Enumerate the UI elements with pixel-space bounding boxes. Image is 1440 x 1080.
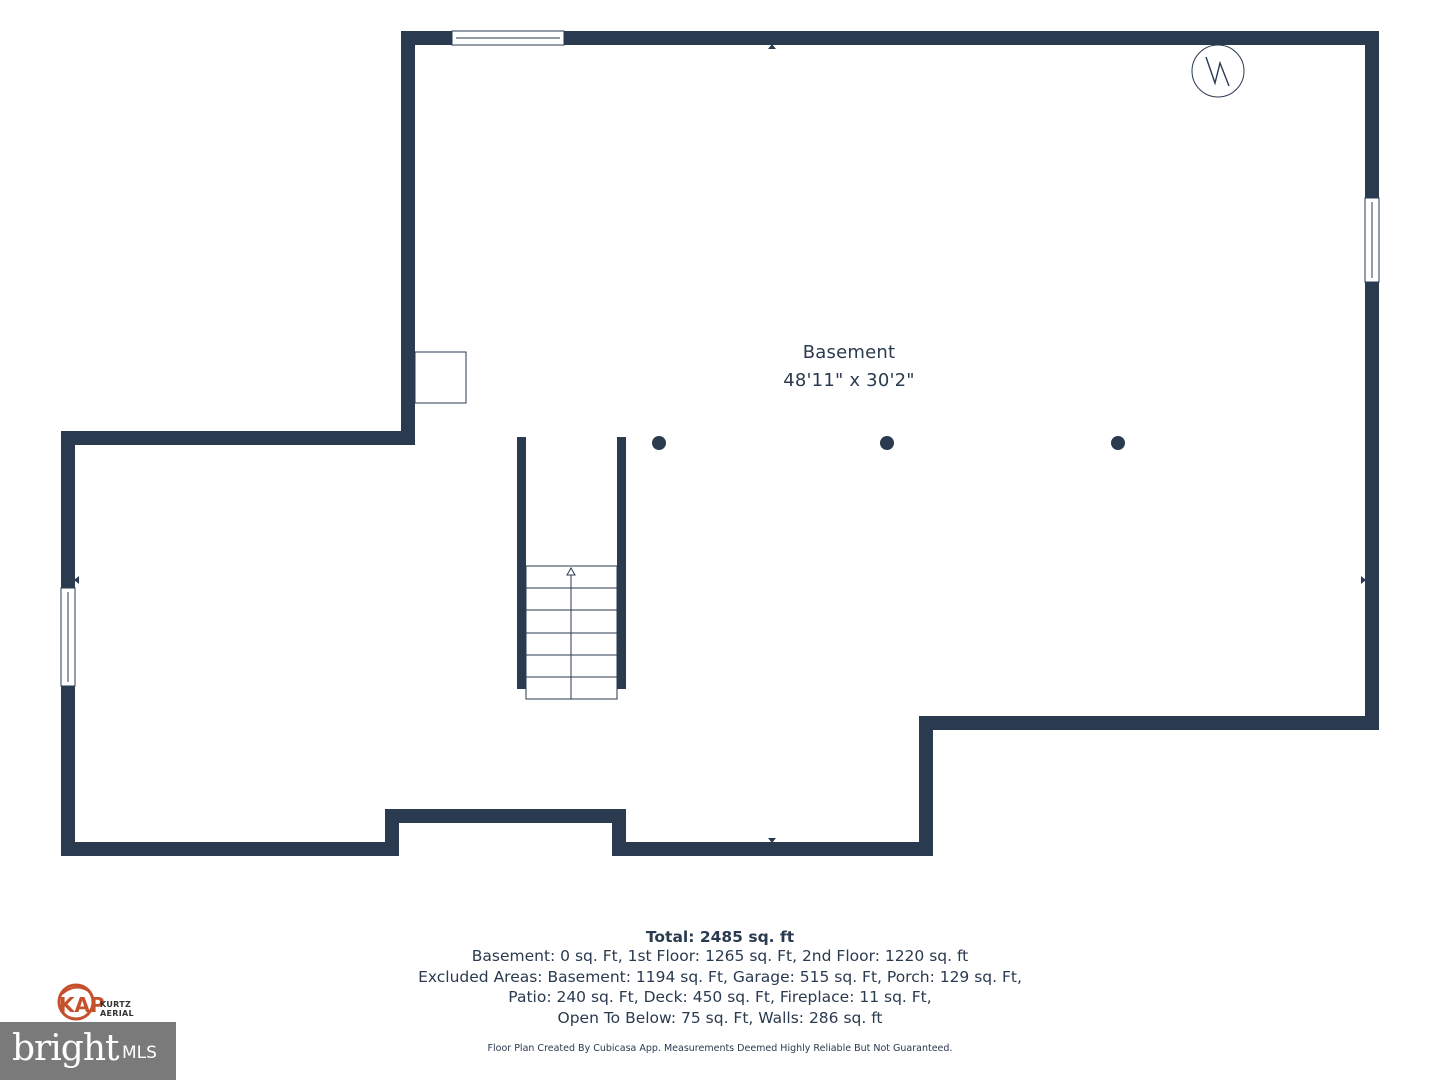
support-column bbox=[652, 436, 666, 450]
disclaimer: Floor Plan Created By Cubicasa App. Meas… bbox=[487, 1043, 953, 1054]
utility-box bbox=[414, 351, 467, 404]
floor-areas: Basement: 0 sq. Ft, 1st Floor: 1265 sq. … bbox=[471, 947, 969, 965]
window-top bbox=[451, 30, 565, 46]
staircase bbox=[525, 565, 618, 700]
logo-line1: KURTZ bbox=[100, 1000, 132, 1009]
bright-mls-watermark: bright MLS bbox=[0, 1022, 176, 1080]
support-column bbox=[880, 436, 894, 450]
window-left bbox=[60, 587, 76, 687]
kurtz-aerial-logo: KAP bbox=[57, 983, 105, 1021]
room-name: Basement bbox=[802, 342, 896, 363]
logo-initials: KAP bbox=[59, 993, 105, 1017]
marker-left bbox=[74, 576, 79, 584]
excluded-areas-3: Open To Below: 75 sq. Ft, Walls: 286 sq.… bbox=[557, 1008, 883, 1027]
room-dimensions: 48'11" x 30'2" bbox=[783, 370, 915, 391]
marker-top bbox=[768, 44, 776, 49]
marker-bottom bbox=[768, 838, 776, 843]
water-heater-icon bbox=[1191, 44, 1245, 98]
stair-wall-left bbox=[517, 437, 526, 689]
exterior-walls bbox=[61, 31, 1379, 856]
excluded-areas-1: Excluded Areas: Basement: 1194 sq. Ft, G… bbox=[418, 967, 1022, 986]
bright-mls-text: MLS bbox=[122, 1043, 157, 1063]
bright-word: bright bbox=[12, 1028, 119, 1069]
support-column bbox=[1111, 436, 1125, 450]
marker-right bbox=[1361, 576, 1366, 584]
area-summary: Total: 2485 sq. ft Basement: 0 sq. Ft, 1… bbox=[0, 928, 1440, 1028]
stair-wall-right bbox=[617, 437, 626, 689]
logo-line2: AERIAL bbox=[100, 1009, 134, 1018]
total-area: Total: 2485 sq. ft bbox=[645, 928, 795, 946]
window-right bbox=[1364, 197, 1380, 283]
excluded-areas-2: Patio: 240 sq. Ft, Deck: 450 sq. Ft, Fir… bbox=[508, 988, 932, 1007]
